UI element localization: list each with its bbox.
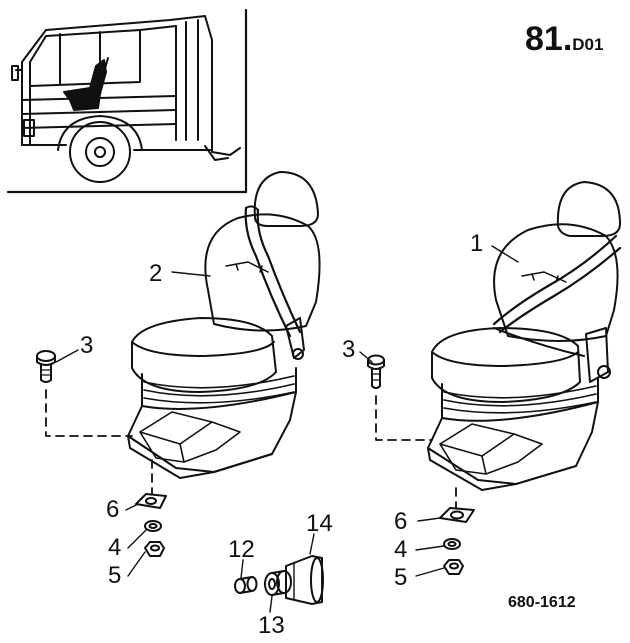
knob-assembly xyxy=(234,555,324,605)
seat-left xyxy=(127,171,321,479)
callout-14: 14 xyxy=(306,510,333,537)
callout-4-right: 4 xyxy=(394,536,408,563)
callout-5-left: 5 xyxy=(108,562,122,589)
callout-12: 12 xyxy=(228,536,255,563)
callout-5-right: 5 xyxy=(394,564,408,591)
page-reference-suffix: D01 xyxy=(572,35,604,54)
bolt-right xyxy=(367,354,385,389)
callout-4-left: 4 xyxy=(108,534,122,561)
drawing-number: 680-1612 xyxy=(508,594,576,611)
leader-lines xyxy=(55,245,519,613)
bolt-left xyxy=(36,350,56,383)
callout-3-right: 3 xyxy=(342,336,356,363)
callout-6-left: 6 xyxy=(106,496,120,523)
cab-inset xyxy=(6,8,248,194)
hardware-right xyxy=(439,507,475,575)
hardware-left xyxy=(135,493,167,557)
callout-6-right: 6 xyxy=(394,508,408,535)
seat-right xyxy=(427,181,622,491)
page-reference: 81.D01 xyxy=(525,20,603,59)
assembly-lines xyxy=(45,389,457,509)
callout-3-left: 3 xyxy=(80,332,94,359)
page-reference-number: 81. xyxy=(525,20,573,58)
callout-1: 1 xyxy=(470,230,484,257)
callout-13: 13 xyxy=(258,612,285,639)
callout-2: 2 xyxy=(149,260,163,287)
